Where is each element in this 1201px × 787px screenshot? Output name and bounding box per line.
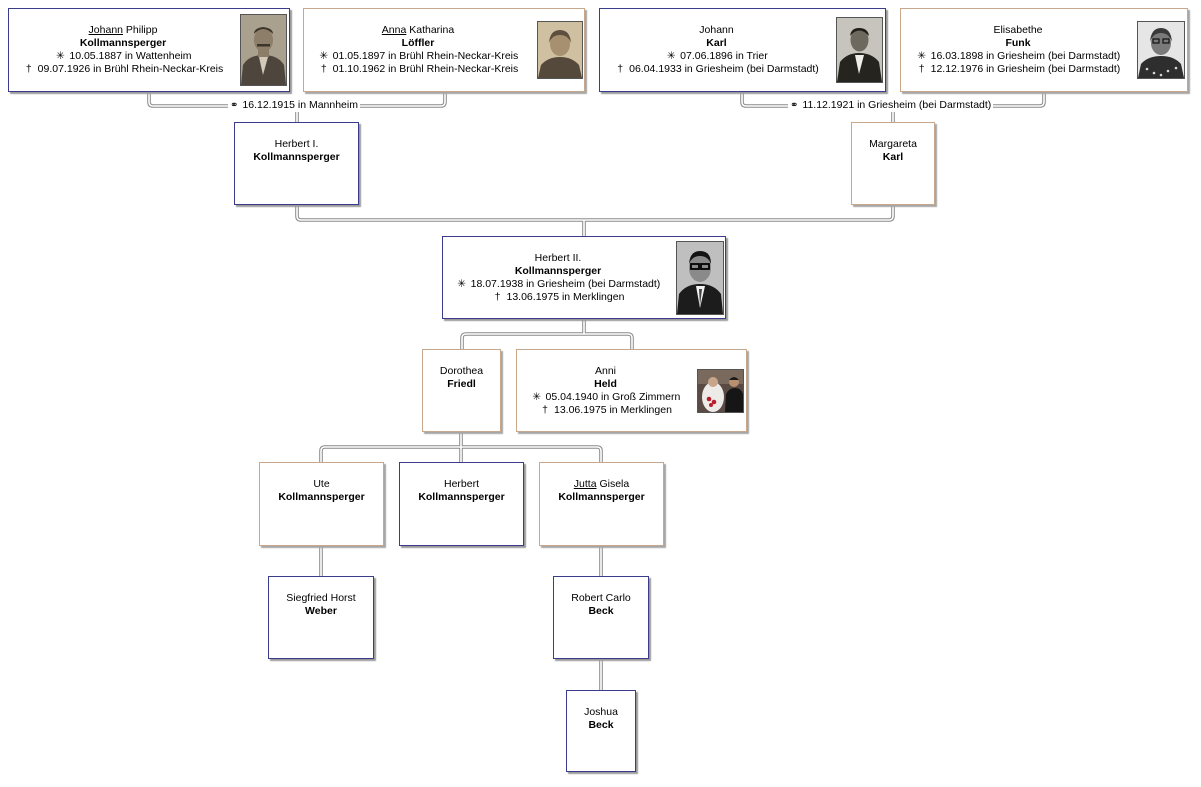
- person-card-johann-philipp-kollmannsperger[interactable]: Johann Philipp Kollmannsperger ✳ 10.05.1…: [8, 8, 290, 92]
- woman-portrait-photo[interactable]: [537, 21, 583, 79]
- person-given-name: Anna Katharina: [381, 24, 455, 36]
- man-portrait-photo[interactable]: [836, 17, 883, 83]
- person-birth: ✳ 10.05.1887 in Wattenheim: [56, 50, 192, 62]
- marriage-label: ⚭11.12.1921 in Griesheim (bei Darmstadt): [788, 99, 994, 112]
- death-cross-icon: †: [320, 63, 327, 75]
- death-cross-icon: †: [542, 404, 548, 416]
- marriage-rings-icon: ⚭: [230, 100, 239, 111]
- person-card-herbert-kollmannsperger[interactable]: Herbert Kollmannsperger: [399, 462, 524, 546]
- birth-star-icon: ✳: [917, 50, 927, 62]
- person-card-siegfried-horst-weber[interactable]: Siegfried Horst Weber: [268, 576, 374, 659]
- person-given-name: Herbert: [443, 478, 479, 490]
- person-card-ute-kollmannsperger[interactable]: Ute Kollmannsperger: [259, 462, 384, 546]
- person-death: † 13.06.1975 in Merklingen: [443, 291, 673, 304]
- person-given-name: Johann Philipp: [88, 24, 158, 36]
- person-given-name: Jutta Gisela: [573, 478, 630, 490]
- person-birth: ✳ 16.03.1898 in Griesheim (bei Darmstadt…: [917, 50, 1121, 62]
- person-surname: Weber: [305, 605, 337, 617]
- person-surname: Löffler: [401, 37, 435, 49]
- marriage-date: 16.12.1915 in Mannheim: [242, 99, 358, 111]
- person-given-name: Herbert I.: [274, 138, 319, 150]
- person-given-name: Elisabethe: [993, 24, 1043, 36]
- person-surname: Karl: [882, 151, 904, 163]
- person-card-anni-held[interactable]: Anni Held ✳ 05.04.1940 in Groß Zimmern †…: [516, 349, 747, 432]
- person-given-name: Joshua: [584, 706, 618, 718]
- person-card-margareta-karl[interactable]: Margareta Karl: [851, 122, 935, 205]
- person-surname: Kollmannsperger: [253, 151, 340, 163]
- wedding-couple-photo[interactable]: [697, 369, 744, 413]
- person-surname: Karl: [706, 37, 727, 49]
- person-death: † 12.12.1976 in Griesheim (bei Darmstadt…: [901, 63, 1135, 76]
- connector-line: [461, 333, 633, 349]
- woman-portrait-photo[interactable]: [1137, 21, 1185, 79]
- person-card-anna-katharina-loeffler[interactable]: Anna Katharina Löffler ✳ 01.05.1897 in B…: [303, 8, 585, 92]
- person-card-herbert-i-kollmannsperger[interactable]: Herbert I. Kollmannsperger: [234, 122, 359, 205]
- person-death: † 06.04.1933 in Griesheim (bei Darmstadt…: [600, 63, 833, 76]
- connector-line-shadow: [295, 205, 895, 222]
- birth-star-icon: ✳: [56, 50, 65, 62]
- birth-star-icon: ✳: [319, 50, 329, 62]
- person-surname: Kollmannsperger: [558, 491, 645, 503]
- man-portrait-photo[interactable]: [240, 14, 287, 86]
- person-given-name: Anni: [594, 365, 616, 377]
- person-given-name: Ute: [313, 478, 330, 490]
- marriage-label: ⚭16.12.1915 in Mannheim: [228, 99, 360, 112]
- person-death: † 13.06.1975 in Merklingen: [517, 404, 694, 417]
- person-death: † 09.07.1926 in Brühl Rhein-Neckar-Kreis: [9, 63, 237, 76]
- death-cross-icon: †: [494, 291, 501, 303]
- death-cross-icon: †: [617, 63, 624, 75]
- man-glasses-portrait-photo[interactable]: [676, 241, 724, 315]
- person-surname: Funk: [1005, 37, 1031, 49]
- connector-line: [296, 205, 894, 221]
- person-birth: ✳ 01.05.1897 in Brühl Rhein-Neckar-Kreis: [319, 50, 519, 62]
- person-surname: Friedl: [447, 378, 476, 390]
- person-surname: Kollmannsperger: [418, 491, 505, 503]
- person-card-jutta-gisela-kollmannsperger[interactable]: Jutta Gisela Kollmannsperger: [539, 462, 664, 546]
- person-given-name: Siegfried Horst: [286, 592, 356, 604]
- person-birth: ✳ 05.04.1940 in Groß Zimmern: [532, 391, 681, 403]
- birth-star-icon: ✳: [666, 50, 676, 62]
- death-cross-icon: †: [918, 63, 925, 75]
- person-surname: Kollmannsperger: [278, 491, 365, 503]
- death-cross-icon: †: [25, 63, 32, 75]
- person-card-dorothea-friedl[interactable]: Dorothea Friedl: [422, 349, 501, 432]
- person-birth: ✳ 18.07.1938 in Griesheim (bei Darmstadt…: [457, 278, 661, 290]
- person-given-name: Margareta: [869, 138, 917, 150]
- marriage-date: 11.12.1921 in Griesheim (bei Darmstadt): [802, 99, 992, 111]
- person-given-name: Herbert II.: [534, 252, 582, 264]
- person-surname: Held: [594, 378, 617, 390]
- person-given-name: Dorothea: [439, 365, 484, 377]
- person-given-name: Johann: [699, 24, 734, 36]
- person-card-elisabethe-funk[interactable]: Elisabethe Funk ✳ 16.03.1898 in Grieshei…: [900, 8, 1188, 92]
- birth-star-icon: ✳: [457, 278, 467, 290]
- person-card-herbert-ii-kollmannsperger[interactable]: Herbert II. Kollmannsperger ✳ 18.07.1938…: [442, 236, 726, 319]
- person-card-robert-carlo-beck[interactable]: Robert Carlo Beck: [553, 576, 649, 659]
- person-birth: ✳ 07.06.1896 in Trier: [666, 50, 768, 62]
- birth-star-icon: ✳: [532, 391, 542, 403]
- person-given-name: Robert Carlo: [571, 592, 631, 604]
- marriage-rings-icon: ⚭: [790, 100, 799, 111]
- person-surname: Kollmannsperger: [514, 265, 602, 277]
- person-card-joshua-beck[interactable]: Joshua Beck: [566, 690, 636, 772]
- person-surname: Beck: [588, 719, 614, 731]
- person-surname: Kollmannsperger: [79, 37, 167, 49]
- person-card-johann-karl[interactable]: Johann Karl ✳ 07.06.1896 in Trier † 06.0…: [599, 8, 886, 92]
- person-death: † 01.10.1962 in Brühl Rhein-Neckar-Kreis: [304, 63, 532, 76]
- connector-line-shadow: [460, 332, 634, 349]
- person-surname: Beck: [588, 605, 614, 617]
